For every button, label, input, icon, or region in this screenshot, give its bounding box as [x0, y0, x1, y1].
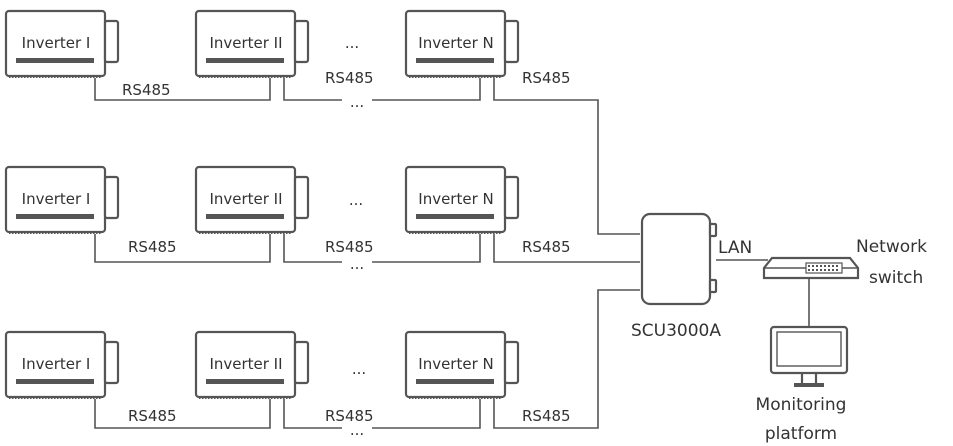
- inverter-label: Inverter I: [22, 34, 91, 52]
- rs485-label: RS485: [522, 238, 571, 256]
- rs485-label: RS485: [128, 238, 177, 256]
- row-3: Inverter I Inverter II ... Inverter N RS…: [4, 289, 640, 439]
- monitoring-label-line1: Monitoring: [756, 395, 847, 415]
- inverter-2-2: Inverter II: [194, 165, 310, 234]
- inverter-3-n: Inverter N: [404, 330, 520, 399]
- inverter-ellipsis: ...: [345, 34, 359, 52]
- row-2: Inverter I Inverter II ... Inverter N RS…: [4, 165, 640, 273]
- inverter-2-n: Inverter N: [404, 165, 520, 234]
- inverter-1-2: Inverter II: [194, 9, 310, 78]
- inverter-label: Inverter N: [418, 34, 493, 52]
- rs485-label: RS485: [122, 81, 171, 99]
- inverter-label: Inverter I: [22, 355, 91, 373]
- rs485-label: RS485: [325, 407, 374, 425]
- rs485-bus: [94, 234, 640, 263]
- rs485-bus: [94, 78, 640, 235]
- inverter-3-2: Inverter II: [194, 330, 310, 399]
- network-switch-device: [762, 256, 860, 280]
- rs485-label: RS485: [128, 407, 177, 425]
- inverter-label: Inverter N: [418, 190, 493, 208]
- row-1: Inverter I Inverter II ... Inverter N RS…: [4, 9, 640, 235]
- bus-ellipsis: ...: [350, 93, 364, 111]
- rs485-label: RS485: [325, 69, 374, 87]
- inverter-label: Inverter II: [209, 355, 282, 373]
- inverter-label: Inverter N: [418, 355, 493, 373]
- monitoring-label-line2: platform: [765, 424, 837, 444]
- network-switch-label-line1: Network: [856, 237, 927, 257]
- inverter-ellipsis: ...: [352, 360, 366, 378]
- inverter-ellipsis: ...: [349, 191, 363, 209]
- scu-label: SCU3000A: [631, 321, 721, 341]
- scu3000a-device: SCU3000A: [631, 212, 721, 341]
- network-switch-label-line2: switch: [869, 268, 923, 288]
- lan-label: LAN: [718, 238, 752, 258]
- rs485-label: RS485: [325, 238, 374, 256]
- rs485-bus: [94, 289, 640, 429]
- inverter-2-1: Inverter I: [4, 165, 120, 234]
- bus-ellipsis: ...: [350, 421, 364, 439]
- inverter-label: Inverter I: [22, 190, 91, 208]
- bus-ellipsis: ...: [350, 255, 364, 273]
- inverter-label: Inverter II: [209, 34, 282, 52]
- inverter-3-1: Inverter I: [4, 330, 120, 399]
- inverter-1-n: Inverter N: [404, 9, 520, 78]
- monitor-icon: [769, 325, 849, 387]
- rs485-label: RS485: [522, 69, 571, 87]
- rs485-label: RS485: [522, 407, 571, 425]
- inverter-label: Inverter II: [209, 190, 282, 208]
- inverter-1-1: Inverter I: [4, 9, 120, 78]
